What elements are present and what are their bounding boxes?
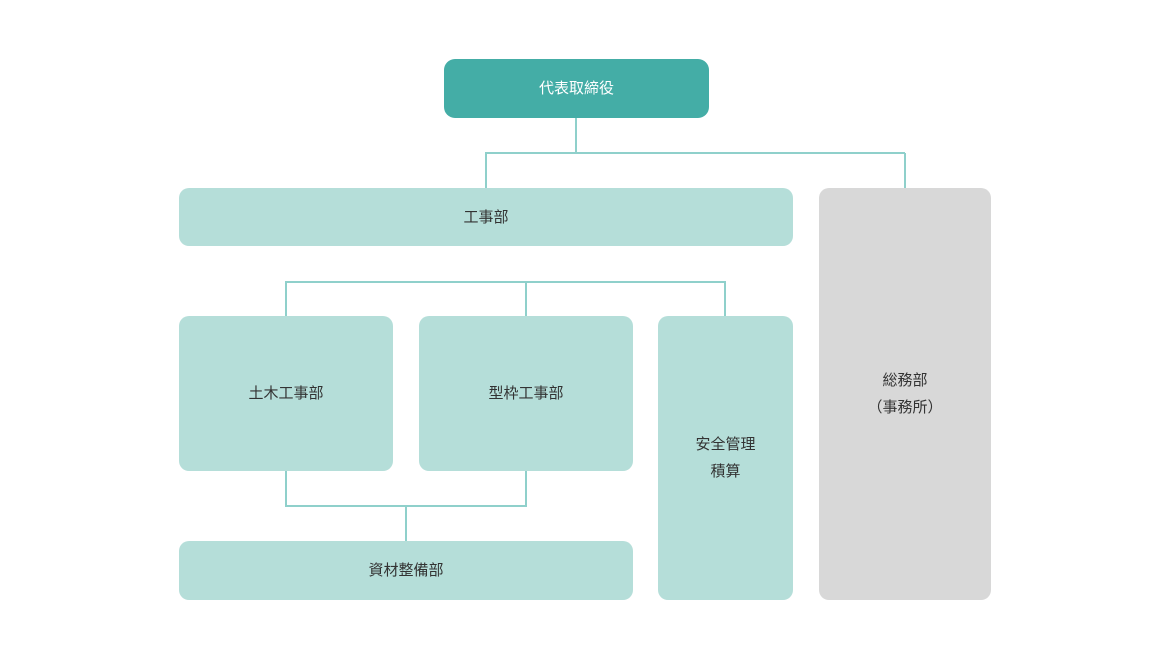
office-label: （事務所） — [867, 398, 943, 416]
safety-estimation-box: 安全管理 積算 — [658, 316, 793, 600]
safety-label: 安全管理 — [695, 435, 756, 453]
construction-dept-box: 工事部 — [179, 188, 793, 246]
estimation-label: 積算 — [710, 462, 741, 480]
materials-dept-box: 資材整備部 — [179, 541, 633, 600]
formwork-dept-label: 型枠工事部 — [488, 384, 564, 402]
ceo-label: 代表取締役 — [538, 79, 614, 97]
civil-engineering-dept-label: 土木工事部 — [248, 384, 324, 402]
materials-dept-label: 資材整備部 — [368, 561, 444, 579]
civil-engineering-dept-box: 土木工事部 — [179, 316, 393, 471]
general-affairs-label: 総務部 — [882, 371, 928, 389]
formwork-dept-box: 型枠工事部 — [419, 316, 633, 471]
ceo-box: 代表取締役 — [444, 59, 709, 118]
construction-dept-label: 工事部 — [463, 207, 509, 226]
general-affairs-dept-box: 総務部 （事務所） — [819, 188, 991, 600]
